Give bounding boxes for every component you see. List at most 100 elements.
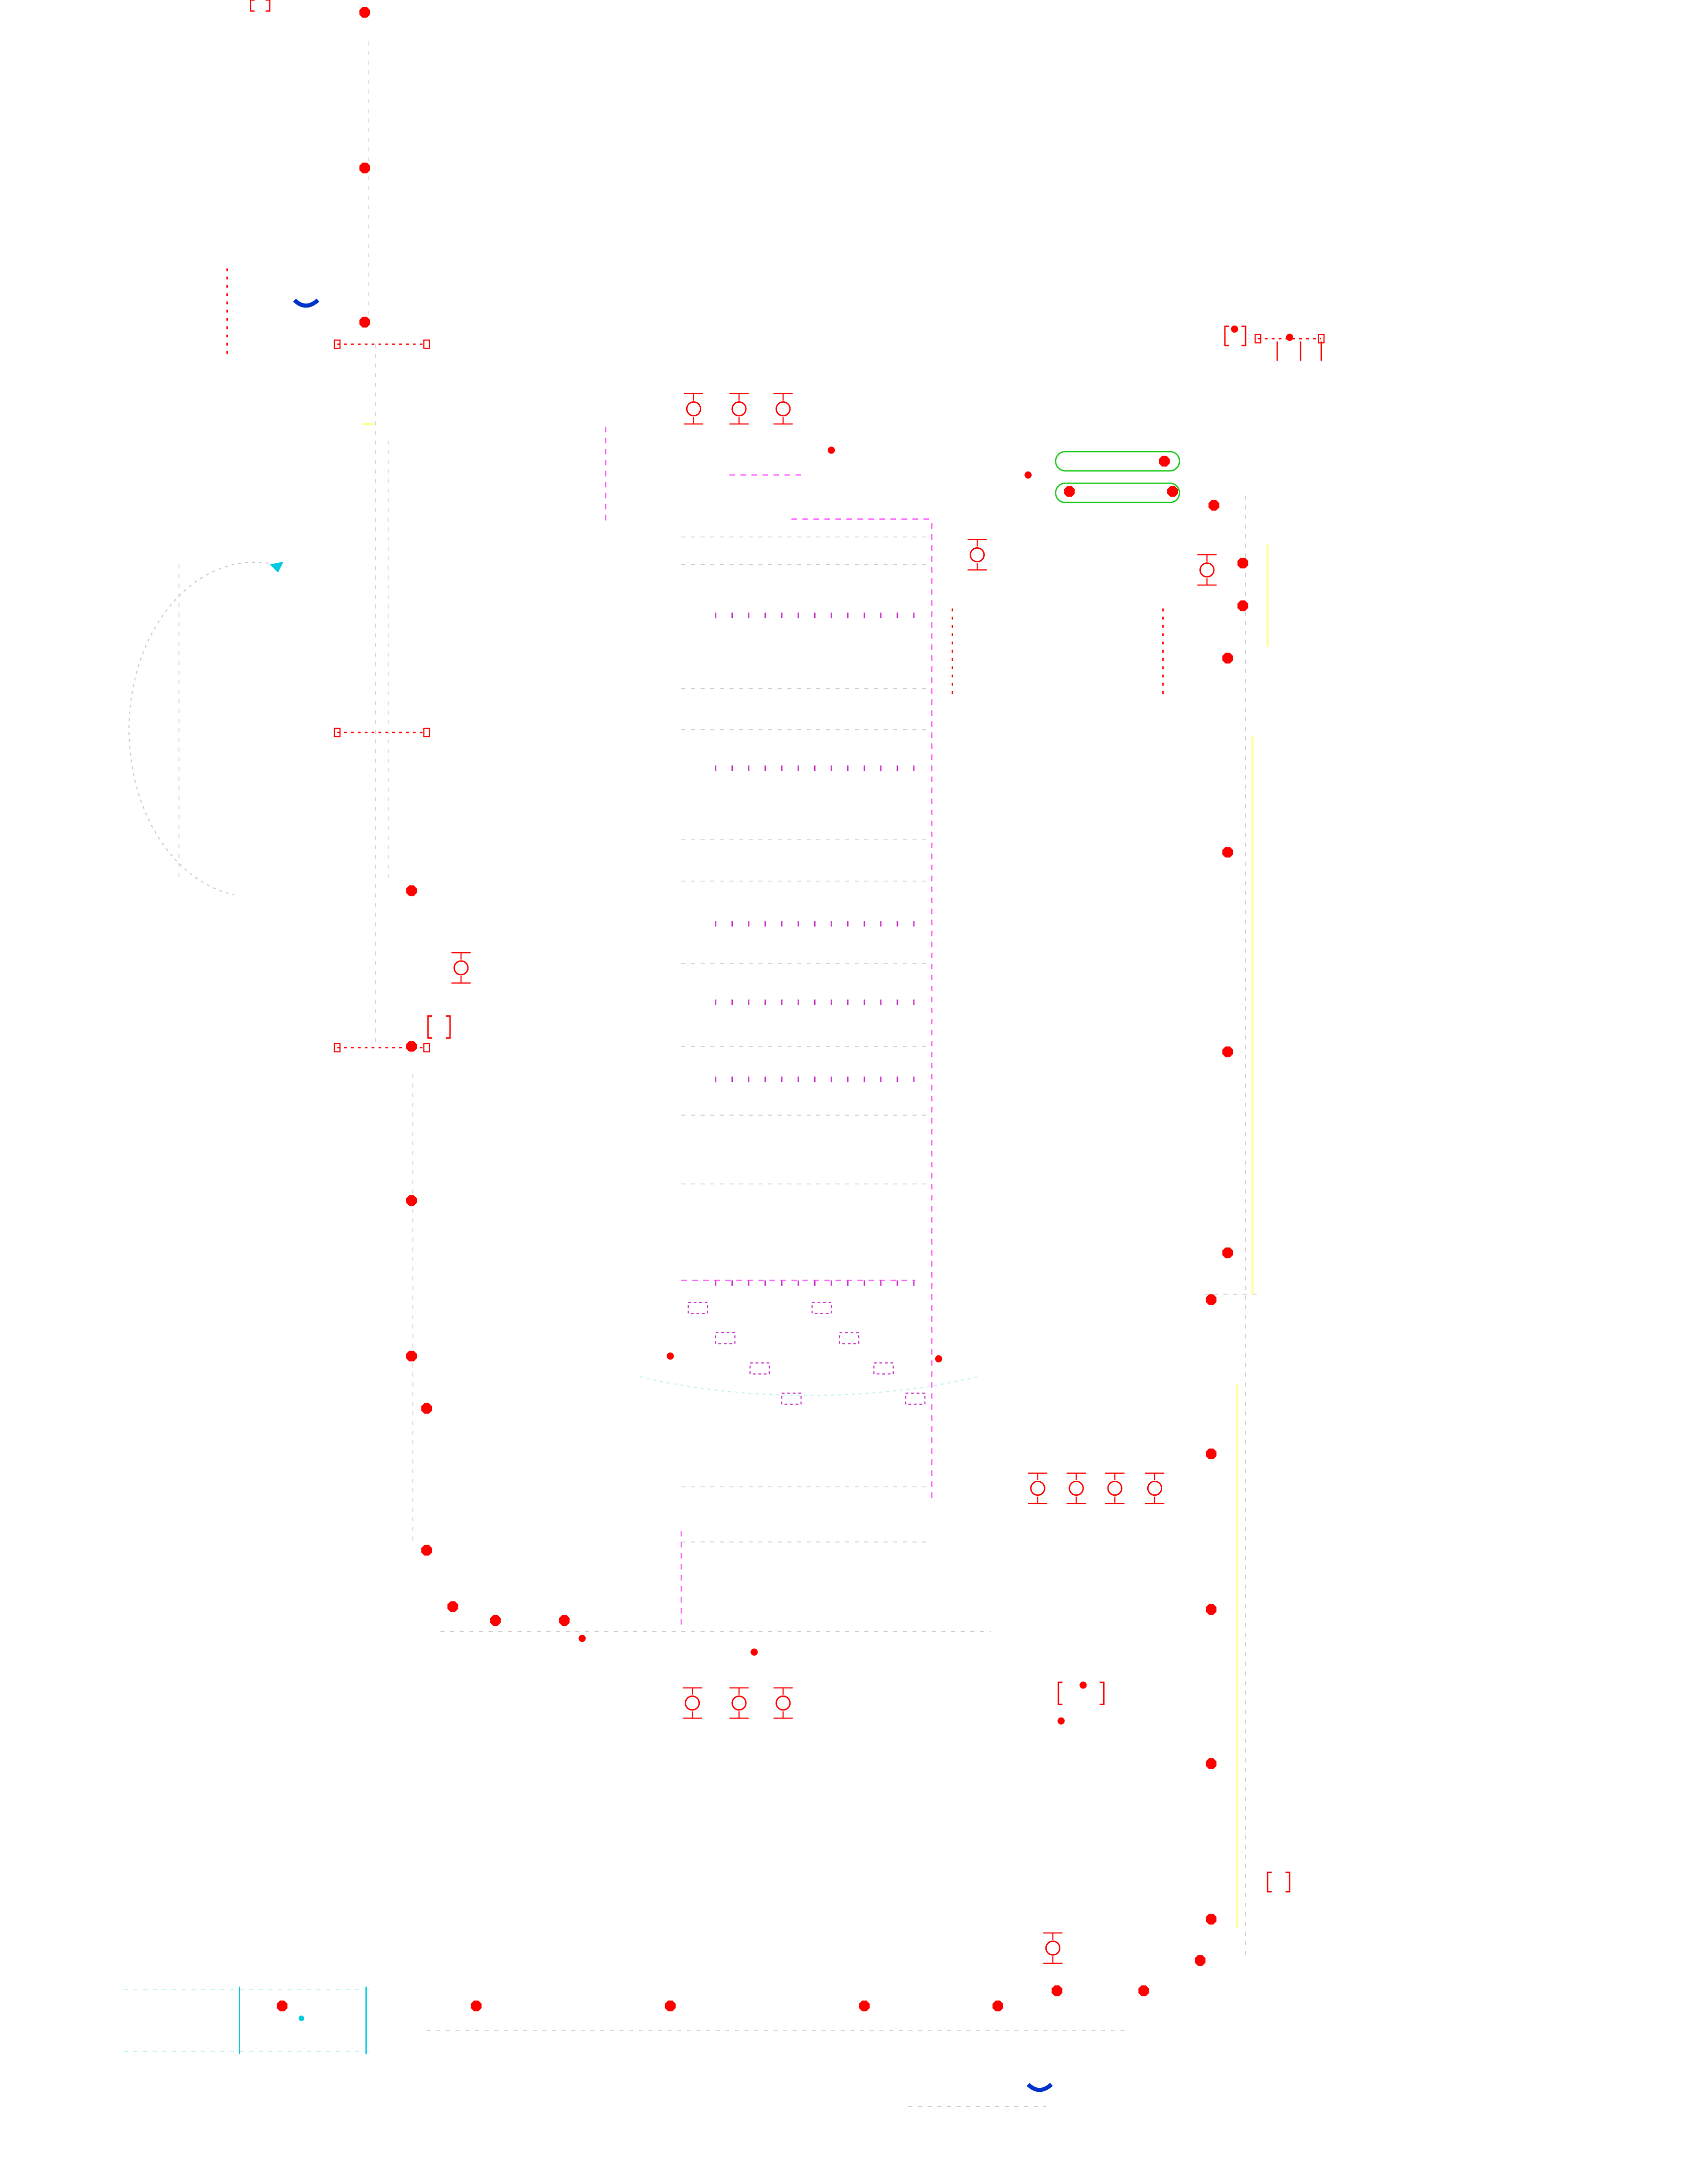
bracket-frame-icon [265, 0, 271, 12]
red-octagon-marker-icon [406, 885, 417, 896]
bracket-frame-icon [1285, 1872, 1291, 1893]
marker-group [276, 7, 1294, 2011]
circle-fixture-icon [967, 539, 987, 571]
fixture-ring [969, 547, 985, 563]
circle-fixture-icon [684, 393, 704, 425]
red-octagon-marker-icon [421, 1544, 432, 1556]
faint-arc [640, 1376, 978, 1396]
bus-end [334, 339, 341, 349]
red-octagon-marker-icon [1237, 557, 1249, 569]
bracket-frame-icon [1267, 1872, 1272, 1893]
bracket-frame-icon [1057, 1681, 1063, 1706]
fixture-ring [685, 1695, 700, 1711]
red-octagon-marker-icon [1205, 1294, 1217, 1305]
red-dot-marker-icon [1286, 334, 1294, 341]
fixture-ring [1107, 1480, 1123, 1496]
red-octagon-marker-icon [665, 2000, 676, 2011]
red-dot-marker-icon [935, 1355, 943, 1363]
red-octagon-marker-icon [471, 2000, 482, 2011]
fixture-ring [1045, 1940, 1061, 1956]
red-octagon-marker-icon [1167, 486, 1178, 497]
fixture-ring [775, 1695, 791, 1711]
red-octagon-marker-icon [1222, 1046, 1233, 1057]
faint-linework [123, 41, 1260, 2107]
red-octagon-marker-icon [359, 163, 370, 174]
grid-cell [811, 1302, 832, 1314]
red-octagon-marker-icon [1205, 1604, 1217, 1615]
bracket-group [226, 0, 1325, 1893]
circle-fixture-icon [451, 952, 471, 984]
red-octagon-marker-icon [490, 1615, 501, 1626]
red-dot-marker-icon [1024, 471, 1032, 479]
fixture-ring [731, 401, 747, 417]
blue-arc-icon [293, 298, 320, 308]
red-dot-marker-icon [1231, 325, 1238, 333]
fixture-ring [686, 401, 701, 417]
red-octagon-marker-icon [1205, 1448, 1217, 1459]
grid-cell [905, 1392, 925, 1405]
circle-fixture-icon [1145, 1472, 1165, 1504]
building-outline [604, 426, 933, 1625]
grid-cell [749, 1362, 770, 1375]
red-octagon-marker-icon [859, 2000, 870, 2011]
circle-fixture-icon [1066, 1472, 1086, 1504]
bus-end [423, 1043, 430, 1052]
circle-fixture-icon [1197, 554, 1217, 586]
green-loop [1055, 450, 1180, 472]
circle-fixture-icon [729, 1687, 749, 1719]
red-octagon-marker-icon [1138, 1985, 1149, 1996]
red-dot-marker-icon [578, 1634, 586, 1642]
red-octagon-marker-icon [406, 1195, 417, 1206]
red-octagon-marker-icon [1205, 1914, 1217, 1925]
red-octagon-marker-icon [406, 1041, 417, 1052]
red-octagon-marker-icon [359, 7, 370, 18]
red-octagon-marker-icon [1222, 653, 1233, 664]
red-octagon-marker-icon [992, 2000, 1003, 2011]
bracket-frame-icon [427, 1015, 432, 1039]
bus-end [423, 339, 430, 349]
circle-fixture-icon [773, 393, 793, 425]
circle-fixture-icon [1043, 1932, 1063, 1964]
green-loop [1055, 482, 1180, 504]
red-dot-marker-icon [1057, 1717, 1065, 1725]
bus-end [423, 727, 430, 737]
red-octagon-marker-icon [1208, 500, 1219, 511]
fixture-group [451, 393, 1217, 1964]
route-lines [362, 423, 1269, 1928]
grid-cell [715, 1332, 736, 1344]
red-dot-marker-icon [828, 446, 835, 454]
grid-cell [839, 1332, 860, 1344]
fixture-ring [1030, 1480, 1045, 1496]
bracket-frame-icon [1100, 1681, 1105, 1706]
red-octagon-marker-icon [421, 1403, 432, 1414]
grid-cell [687, 1302, 708, 1314]
red-octagon-marker-icon [447, 1601, 458, 1612]
red-octagon-marker-icon [1205, 1758, 1217, 1769]
red-octagon-marker-icon [1064, 486, 1075, 497]
bracket-frame-icon [249, 0, 255, 12]
circle-fixture-icon [729, 393, 749, 425]
bracket-frame-icon [1241, 326, 1247, 347]
fixture-ring [453, 960, 469, 976]
red-octagon-marker-icon [559, 1615, 570, 1626]
bus-end [334, 1043, 341, 1052]
cyan-arrow-icon [269, 561, 284, 573]
red-dot-marker-icon [1079, 1681, 1087, 1689]
circle-fixture-icon [1105, 1472, 1125, 1504]
fixture-ring [1147, 1480, 1163, 1496]
circle-fixture-icon [1028, 1472, 1047, 1504]
bus-end [334, 727, 341, 737]
red-octagon-marker-icon [1051, 1985, 1062, 1996]
fixture-ring [1199, 562, 1215, 578]
red-octagon-marker-icon [276, 2000, 288, 2011]
faint-arc [128, 561, 275, 896]
red-octagon-marker-icon [1237, 600, 1249, 611]
bus-end [1255, 334, 1262, 344]
red-octagon-marker-icon [406, 1350, 417, 1362]
red-dot-marker-icon [667, 1352, 674, 1360]
fixture-ring [1068, 1480, 1084, 1496]
red-octagon-marker-icon [1194, 1955, 1206, 1966]
red-dot-marker-icon [750, 1648, 758, 1656]
circle-fixture-icon [682, 1687, 702, 1719]
